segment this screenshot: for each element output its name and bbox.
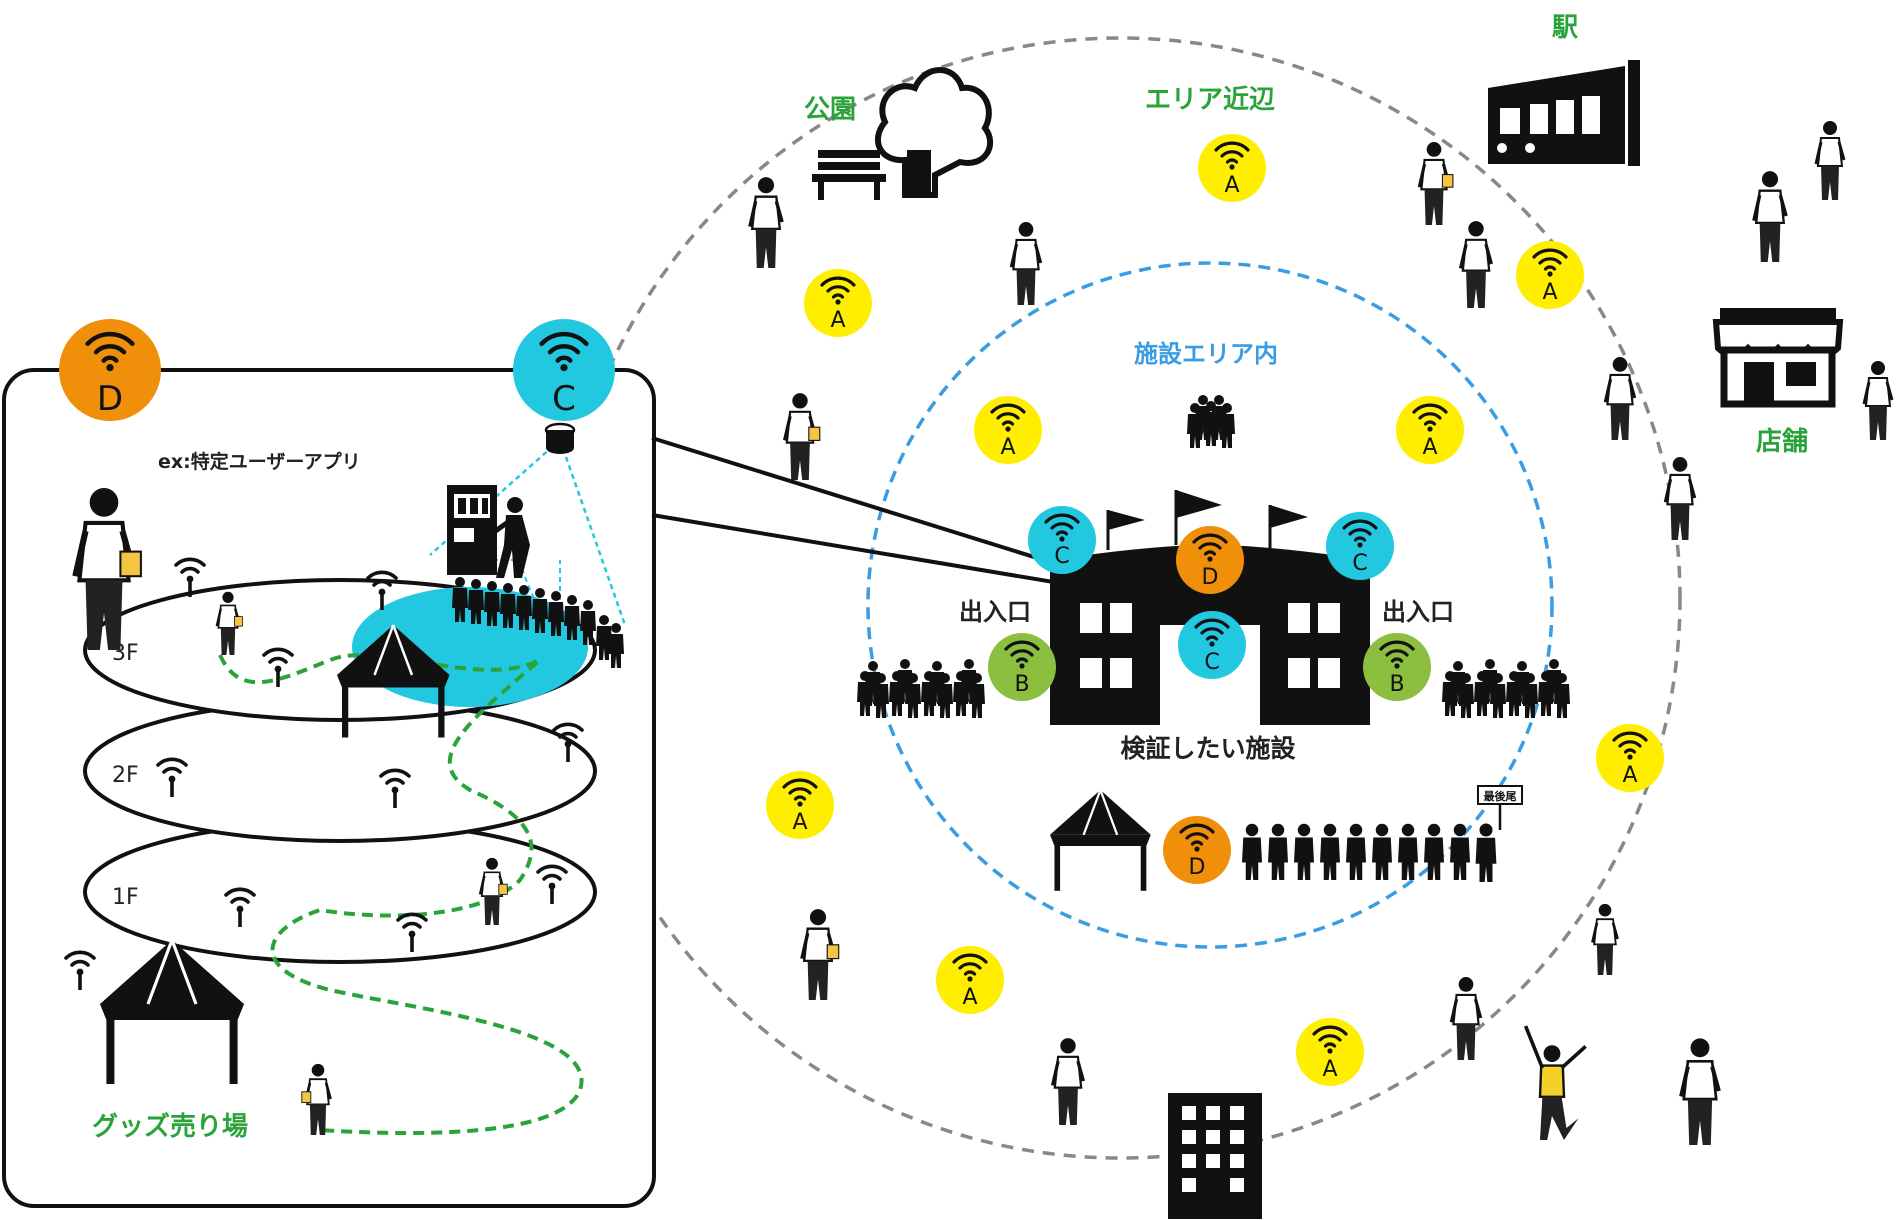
badge-a: A xyxy=(1296,1018,1364,1086)
entrance-left-label: 出入口 xyxy=(959,598,1031,626)
crowd-right-icon xyxy=(1442,659,1570,718)
floor-1-label: 1F xyxy=(112,885,139,910)
badge-b: B xyxy=(1363,633,1431,701)
badge-a: A xyxy=(804,269,872,337)
facility-building-icon xyxy=(1050,490,1370,725)
person-icon xyxy=(800,907,840,1002)
store-label: 店舗 xyxy=(1756,427,1808,457)
badge-a: A xyxy=(974,396,1042,464)
person-icon xyxy=(301,1062,332,1137)
facility-area-ring xyxy=(866,261,1554,949)
person-icon xyxy=(782,391,821,482)
person-icon xyxy=(1814,119,1846,202)
svg-text:C: C xyxy=(552,379,576,419)
svg-text:D: D xyxy=(1202,565,1219,590)
badge-d: D xyxy=(1163,816,1231,884)
crowd-small-icon xyxy=(1187,395,1235,448)
last-in-line-sign: 最後尾 xyxy=(1484,789,1517,803)
station-label: 駅 xyxy=(1552,13,1578,43)
svg-text:C: C xyxy=(1352,551,1367,576)
bench-icon xyxy=(812,150,886,200)
person-icon xyxy=(478,856,508,927)
badge-b: B xyxy=(988,633,1056,701)
svg-text:C: C xyxy=(1204,650,1219,675)
svg-text:A: A xyxy=(1224,173,1239,198)
crowd-left-icon xyxy=(857,659,985,718)
park-label: 公園 xyxy=(804,95,856,125)
badge-a: A xyxy=(1516,241,1584,309)
badge-c: C xyxy=(1178,611,1246,679)
entrance-right-label: 出入口 xyxy=(1382,598,1454,626)
beacon-device-icon xyxy=(544,422,576,454)
person-icon xyxy=(1681,1038,1719,1145)
facility-label: 検証したい施設 xyxy=(1120,734,1296,763)
vending-machine-icon xyxy=(447,485,530,578)
svg-text:A: A xyxy=(830,308,845,333)
walking-path xyxy=(218,653,584,1135)
badge-a: A xyxy=(1396,396,1464,464)
svg-text:A: A xyxy=(1542,280,1557,305)
badge-a: A xyxy=(766,771,834,839)
person-icon xyxy=(1591,902,1619,977)
badge-c: C xyxy=(1028,506,1096,574)
person-icon xyxy=(1663,455,1697,542)
svg-text:C: C xyxy=(1054,544,1069,569)
facility-area-label: 施設エリア内 xyxy=(1134,340,1278,368)
badge-a: A xyxy=(1198,134,1266,202)
person-with-tablet-icon xyxy=(75,488,142,650)
person-icon xyxy=(1009,220,1043,307)
svg-text:D: D xyxy=(97,379,123,419)
badge-c: C xyxy=(1326,512,1394,580)
svg-text:D: D xyxy=(1189,855,1206,880)
tent-icon xyxy=(1048,788,1152,892)
svg-text:A: A xyxy=(1422,435,1437,460)
floor-2-label: 2F xyxy=(112,763,139,788)
svg-text:A: A xyxy=(962,985,977,1010)
tree-icon xyxy=(874,67,993,198)
badge-d: D xyxy=(1176,526,1244,594)
svg-text:A: A xyxy=(1322,1057,1337,1082)
person-icon xyxy=(1458,219,1494,310)
building-icon xyxy=(1168,1093,1262,1219)
badge-a: A xyxy=(936,946,1004,1014)
queue-line-icon: 最後尾 xyxy=(1242,785,1523,882)
badge-d-large: D xyxy=(59,319,161,421)
train-icon xyxy=(1488,60,1640,166)
store-icon xyxy=(1712,308,1844,408)
person-icon xyxy=(1050,1036,1086,1127)
badge-a: A xyxy=(1596,724,1664,792)
person-icon xyxy=(1417,140,1454,227)
person-jumping-icon xyxy=(1523,1025,1587,1140)
svg-text:A: A xyxy=(792,810,807,835)
person-icon xyxy=(1752,169,1788,264)
person-icon xyxy=(215,590,243,657)
person-icon xyxy=(748,175,784,270)
svg-text:A: A xyxy=(1000,435,1015,460)
area-nearby-label: エリア近辺 xyxy=(1145,85,1275,115)
goods-area-label: グッズ売り場 xyxy=(92,1111,248,1142)
svg-text:B: B xyxy=(1389,672,1404,697)
outer-area-ring xyxy=(558,36,1682,1160)
badge-c-large: C xyxy=(513,319,615,421)
svg-text:B: B xyxy=(1014,672,1029,697)
svg-text:A: A xyxy=(1622,763,1637,788)
app-example-label: ex:特定ユーザーアプリ xyxy=(158,450,361,473)
person-icon xyxy=(1449,975,1483,1062)
person-icon xyxy=(1862,359,1894,442)
